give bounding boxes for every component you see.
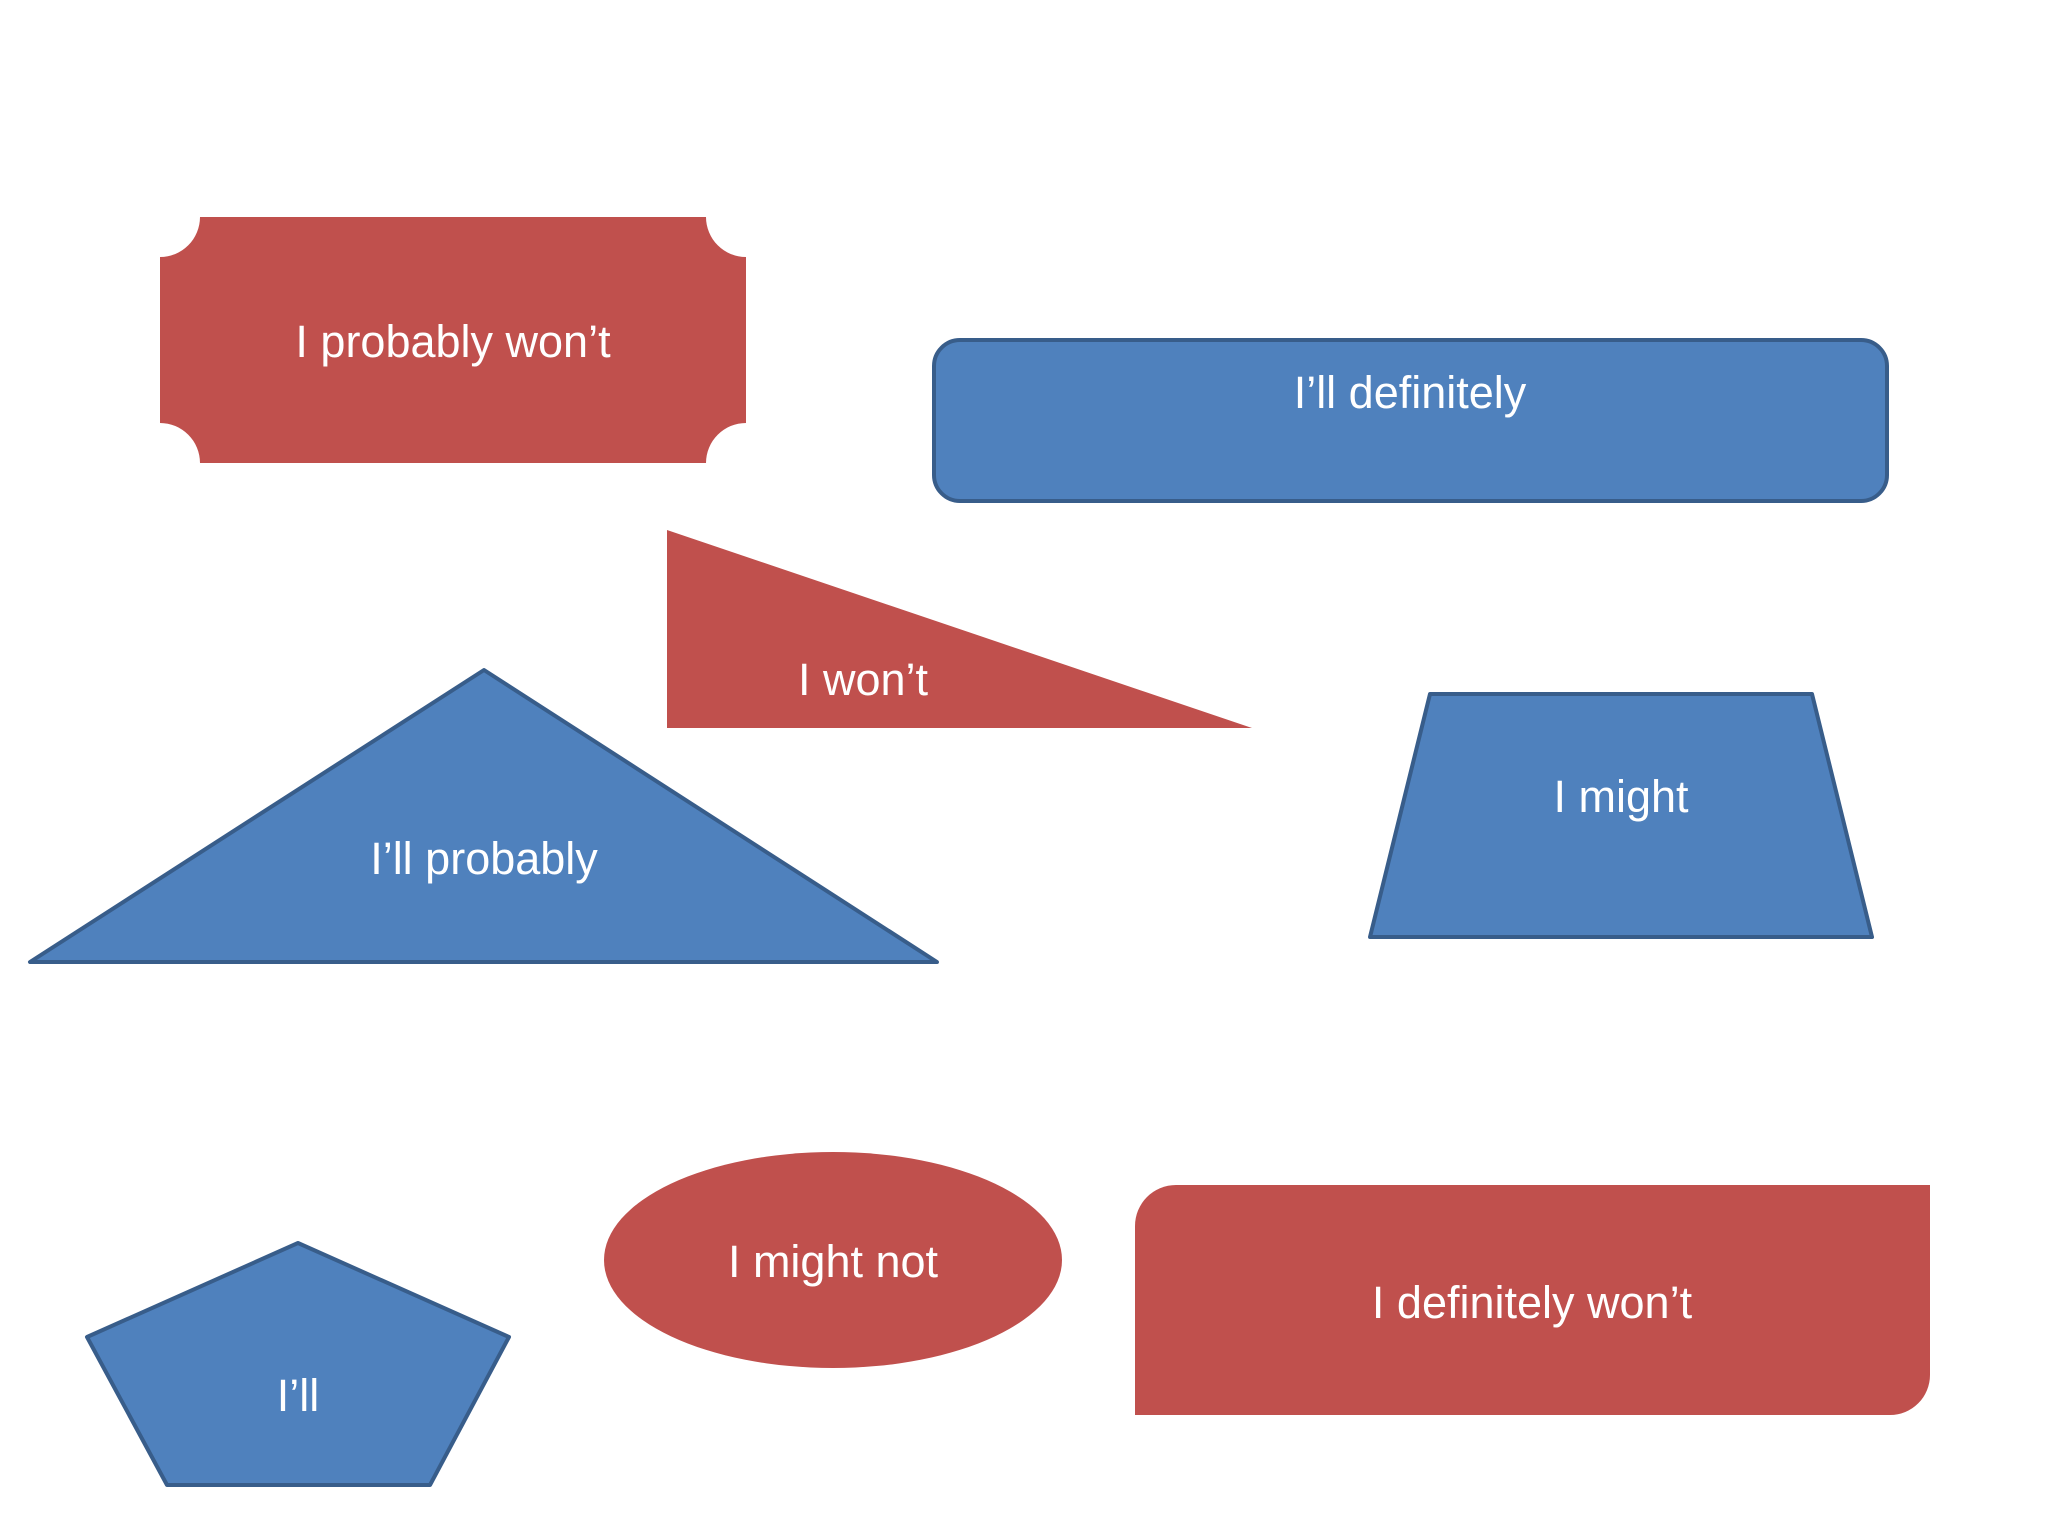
probably-wont-label: I probably won’t	[295, 316, 611, 367]
round-corner-rectangle-shape	[1135, 1185, 1930, 1415]
will-label: I’ll	[277, 1370, 320, 1421]
trapezoid-shape	[1368, 692, 1874, 939]
shape-probably: I’ll probably	[28, 668, 939, 964]
shape-probably-wont: I probably won’t	[160, 217, 746, 463]
right-triangle-shape	[667, 530, 1252, 728]
shape-might: I might	[1368, 692, 1874, 939]
might-label: I might	[1553, 771, 1689, 822]
shape-definitely-wont: I definitely won’t	[1135, 1185, 1930, 1415]
might-not-label: I might not	[728, 1236, 939, 1287]
rounded-rectangle-shape	[932, 338, 1889, 503]
definitely-label: I’ll definitely	[1294, 367, 1527, 418]
plaque-shape	[160, 217, 746, 463]
shape-might-not: I might not	[604, 1152, 1062, 1368]
pentagon-shape	[85, 1241, 511, 1487]
definitely-wont-label: I definitely won’t	[1372, 1277, 1693, 1328]
ellipse-shape	[604, 1152, 1062, 1368]
shape-wont: I won’t	[667, 530, 1252, 728]
shape-will: I’ll	[85, 1241, 511, 1487]
isosceles-triangle-shape	[28, 668, 939, 964]
wont-label: I won’t	[798, 654, 929, 705]
shape-definitely: I’ll definitely	[932, 338, 1889, 503]
probably-label: I’ll probably	[370, 833, 598, 884]
